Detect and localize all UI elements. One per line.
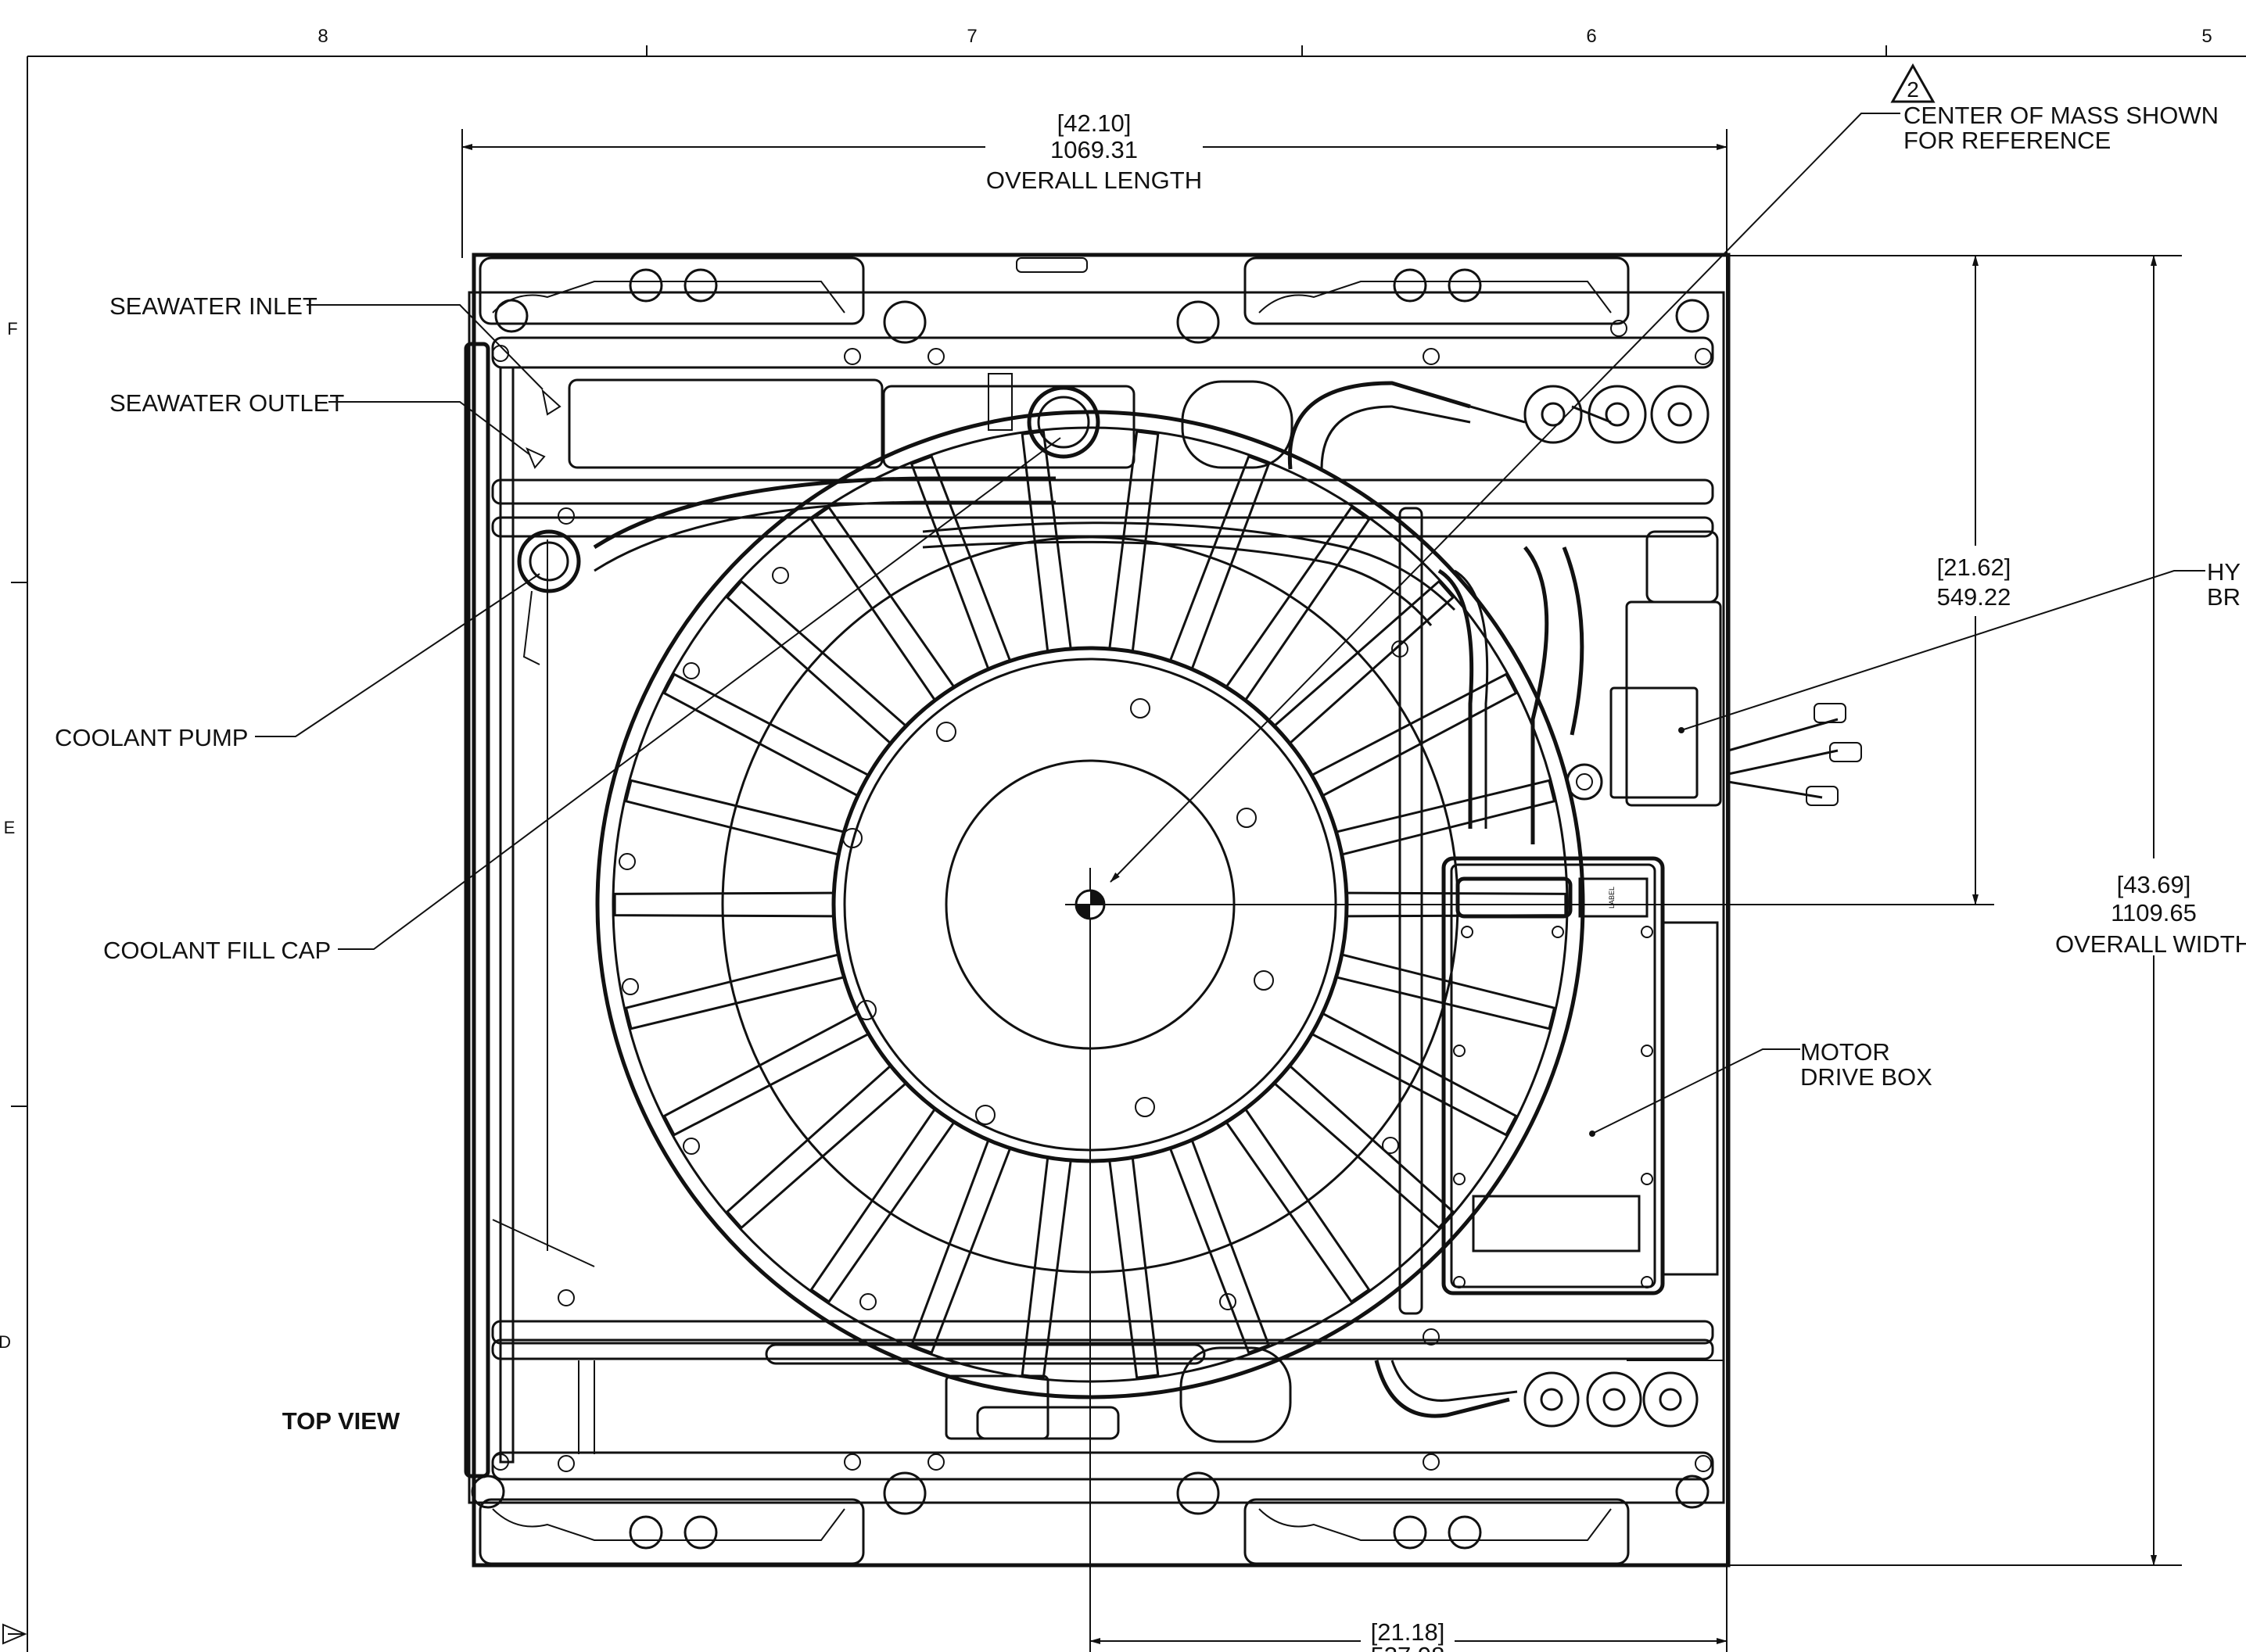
fan-spoke (1169, 454, 1271, 668)
coolant-fill-cap-icon (1027, 385, 1100, 459)
dim-overall-width-mm: 1109.65 (2111, 899, 2197, 926)
callout-seawater-inlet: SEAWATER INLET (109, 292, 318, 320)
fan-spoke (1021, 430, 1072, 650)
dim-cm-length-inch: [21.18] (1371, 1618, 1445, 1646)
coolant-pump-icon (517, 529, 581, 593)
right-components: LABEL (1398, 507, 1862, 1315)
zone-f: F (7, 319, 17, 339)
dim-overall-width-label: OVERALL WIDTH (2055, 930, 2246, 958)
callout-coolant-pump: COOLANT PUMP (55, 724, 248, 751)
dim-overall-length-inch: [42.10] (1057, 109, 1132, 137)
fan-spoke (809, 1109, 955, 1304)
center-of-mass-symbol (1065, 889, 1727, 920)
fan-spoke (613, 891, 833, 918)
fan-spoke (662, 672, 868, 797)
upper-components (517, 373, 1710, 665)
callout-motor-drive-box-line2: DRIVE BOX (1800, 1063, 1932, 1091)
fan-spoke (1108, 1159, 1160, 1379)
revision-arrow-icon (2, 1623, 27, 1645)
callout-leaders (255, 113, 2205, 1137)
view-label: TOP VIEW (282, 1407, 400, 1435)
fan-spoke (910, 454, 1011, 668)
fan-spoke (662, 1012, 868, 1137)
fan-spoke (1312, 672, 1518, 797)
dim-cm-length: [21.18] 537.98 (1089, 1618, 1728, 1652)
motor-drive-label-plate: LABEL (1608, 887, 1616, 908)
lower-components (578, 1343, 1699, 1454)
callout-motor-drive-box-line1: MOTOR (1800, 1038, 1890, 1066)
callout-hydraulic-line2: BR (2207, 583, 2241, 611)
zone-e: E (4, 818, 16, 837)
fan-spoke (725, 579, 906, 744)
fan-spoke (1312, 1012, 1518, 1137)
callout-center-of-mass-line2: FOR REFERENCE (1903, 127, 2111, 154)
dim-overall-length-label: OVERALL LENGTH (986, 167, 1202, 194)
callouts: 2 CENTER OF MASS SHOWN FOR REFERENCE SEA… (55, 63, 2241, 1435)
note-flag-triangle-icon (1890, 63, 1936, 103)
dim-overall-width-inch: [43.69] (2117, 871, 2191, 898)
note-flag-number: 2 (1907, 77, 1919, 102)
fan-spoke (809, 505, 955, 700)
drawing-border: 8 7 6 5 F E D (0, 26, 2246, 1652)
zone-5: 5 (2201, 26, 2212, 47)
frame (464, 253, 1731, 1568)
fan-spoke (1225, 1109, 1371, 1304)
fan-spoke (624, 954, 843, 1030)
callout-coolant-fill-cap: COOLANT FILL CAP (103, 937, 331, 964)
fan-spoke (624, 779, 843, 855)
dim-cm-depth: [21.62] 549.22 (1937, 255, 2011, 905)
dim-overall-length-mm: 1069.31 (1050, 136, 1138, 163)
fan-spoke (725, 1066, 906, 1230)
dim-cm-depth-mm: 549.22 (1937, 583, 2011, 611)
callout-center-of-mass-line1: CENTER OF MASS SHOWN (1903, 102, 2219, 129)
zone-7: 7 (967, 26, 977, 47)
dim-cm-length-mm: 537.98 (1371, 1642, 1445, 1652)
fan-spoke (1274, 1066, 1455, 1230)
dim-overall-length: [42.10] 1069.31 OVERALL LENGTH (461, 109, 1728, 194)
zone-d: D (0, 1332, 11, 1352)
dim-overall-width: [43.69] 1109.65 OVERALL WIDTH (2055, 255, 2246, 1566)
fan-spoke (1225, 505, 1371, 700)
zone-8: 8 (318, 26, 328, 47)
callout-seawater-outlet: SEAWATER OUTLET (109, 389, 344, 417)
fan-spoke (910, 1141, 1011, 1355)
extension-lines (461, 129, 2182, 1652)
fan-spoke (1274, 579, 1455, 744)
fan-spoke (1337, 779, 1556, 855)
fan-spoke (1337, 954, 1556, 1030)
zone-6: 6 (1586, 26, 1596, 47)
dim-cm-depth-inch: [21.62] (1937, 554, 2011, 581)
callout-hydraulic-line1: HY (2207, 558, 2241, 586)
fan-spoke (1108, 430, 1160, 650)
